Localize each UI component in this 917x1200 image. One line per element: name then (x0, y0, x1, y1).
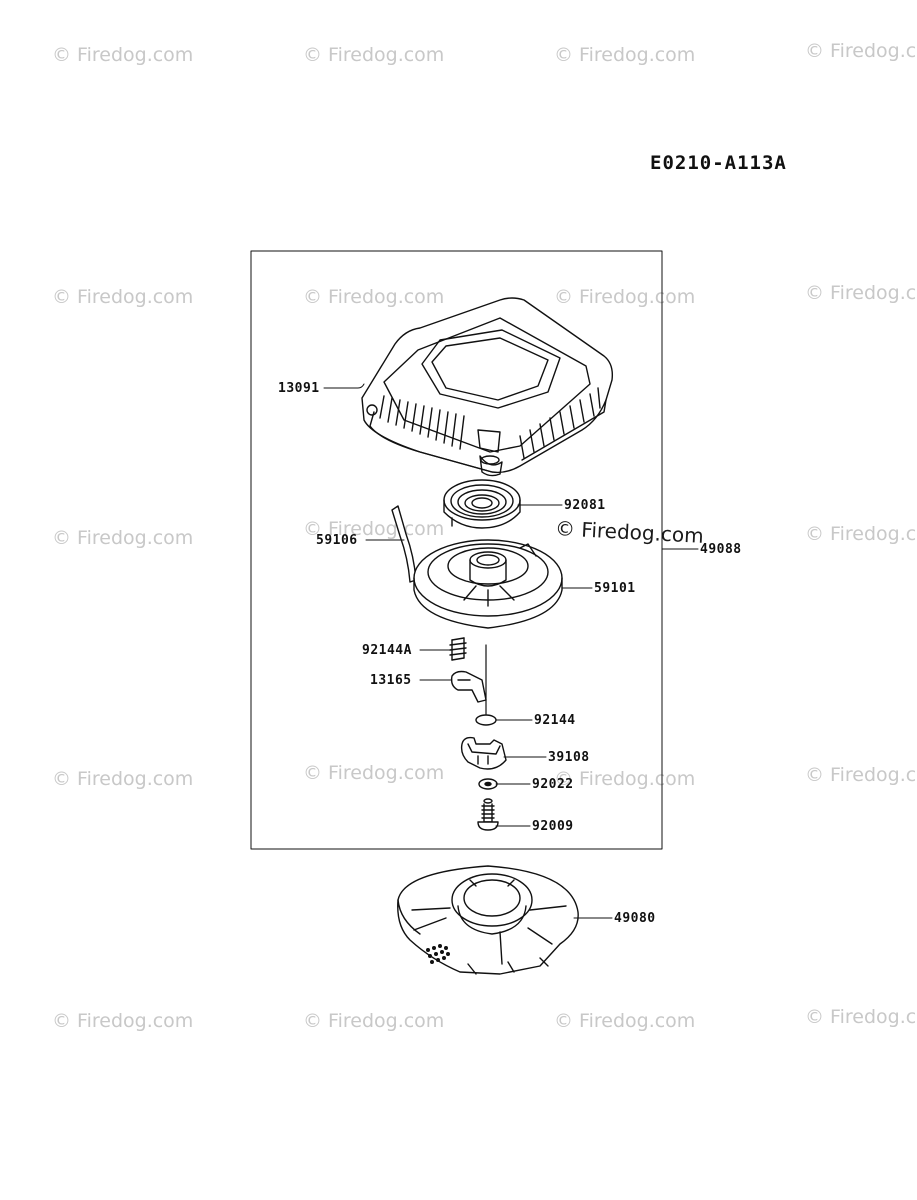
ratchet-guide (460, 736, 507, 770)
small-washer (478, 778, 498, 790)
starter-rope (391, 505, 417, 583)
part-label-92144[interactable]: 92144 (534, 713, 576, 728)
part-label-49080[interactable]: 49080 (614, 911, 656, 926)
part-label-92081[interactable]: 92081 (564, 498, 606, 513)
part-label-59106[interactable]: 59106 (316, 533, 358, 548)
part-label-49088[interactable]: 49088 (700, 542, 742, 557)
starter-guard (397, 865, 579, 975)
leader-13091 (323, 383, 365, 389)
screw (477, 798, 499, 831)
assembly-frame (250, 250, 663, 850)
recoil-spring (443, 479, 521, 529)
part-label-92144A[interactable]: 92144A (362, 643, 412, 658)
part-label-92009[interactable]: 92009 (532, 819, 574, 834)
part-label-13091[interactable]: 13091 (278, 381, 320, 396)
washer (475, 714, 497, 726)
part-label-59101[interactable]: 59101 (594, 581, 636, 596)
part-label-92022[interactable]: 92022 (532, 777, 574, 792)
part-label-39108[interactable]: 39108 (548, 750, 590, 765)
part-label-13165[interactable]: 13165 (370, 673, 412, 688)
ratchet-spring (449, 637, 467, 661)
recoil-cover-housing (361, 297, 614, 477)
diagram-code: E0210-A113A (650, 152, 787, 174)
rope-reel (413, 539, 563, 629)
ratchet-pawl (450, 670, 487, 703)
